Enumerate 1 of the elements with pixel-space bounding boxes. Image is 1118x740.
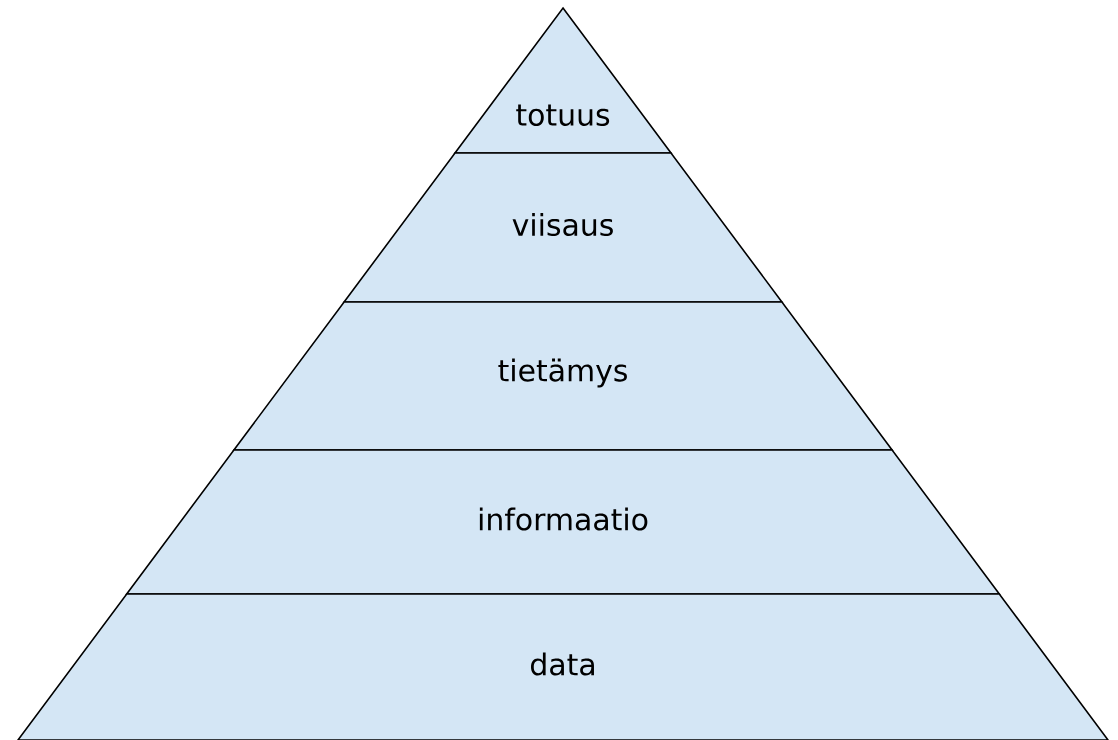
pyramid-level: informaatio [125,449,1001,595]
